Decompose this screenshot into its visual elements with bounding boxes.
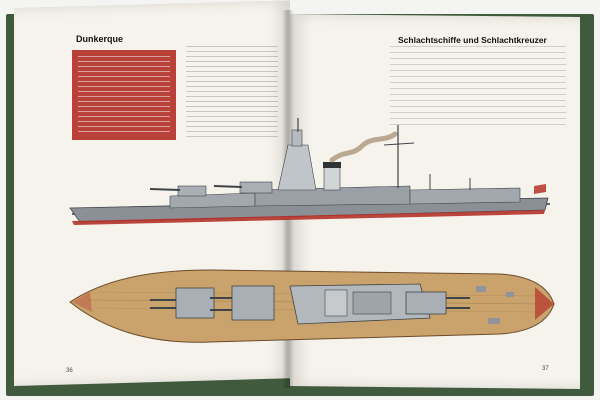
spec-table-lines — [390, 46, 566, 130]
left-page-title: Dunkerque — [76, 34, 124, 44]
spec-table — [390, 46, 566, 130]
right-page-number: 37 — [542, 366, 549, 372]
right-page-title: Schlachtschiffe und Schlachtkreuzer — [398, 35, 547, 45]
book-gutter — [282, 10, 294, 388]
left-page-number: 36 — [66, 368, 73, 374]
left-page-text-lines — [78, 56, 170, 134]
left-page-body-text — [186, 46, 278, 140]
left-page-highlight-text — [72, 50, 176, 140]
